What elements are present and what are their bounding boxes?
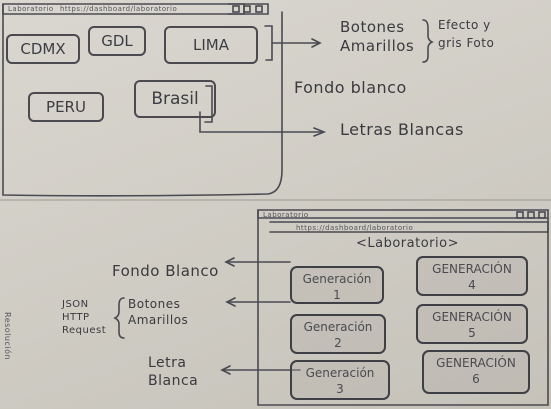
generation-card-2-title: Generación xyxy=(303,320,373,334)
note-fondo-blanco: Fondo blanco xyxy=(294,78,407,97)
generation-card-2[interactable]: Generación 2 xyxy=(290,314,386,354)
note-letra-blanca: Letra Blanca xyxy=(148,355,199,389)
bottom-heading: <Laboratorio> xyxy=(356,236,459,251)
note-json-http: JSON HTTP Request xyxy=(62,299,107,336)
generation-card-6-number: 6 xyxy=(472,372,480,387)
top-url: https://dashboard/laboratorio xyxy=(60,5,178,13)
button-cdmx[interactable]: CDMX xyxy=(6,34,80,64)
button-gdl[interactable]: GDL xyxy=(88,26,146,56)
generation-card-4-number: 4 xyxy=(468,278,476,293)
margin-text: Resolución xyxy=(3,312,12,361)
generation-card-1[interactable]: Generación 1 xyxy=(290,266,384,304)
button-brasil[interactable]: Brasil xyxy=(134,80,216,118)
generation-card-4[interactable]: GENERACIÓN 4 xyxy=(416,256,528,296)
generation-card-6[interactable]: GENERACIÓN 6 xyxy=(422,350,530,394)
generation-card-1-title: Generación xyxy=(302,272,372,286)
generation-card-5[interactable]: GENERACIÓN 5 xyxy=(416,304,528,344)
note-letras-blancas: Letras Blancas xyxy=(340,120,464,139)
bottom-tab-label: Laboratorio xyxy=(263,211,309,219)
generation-card-5-number: 5 xyxy=(468,326,476,341)
generation-card-3[interactable]: Generación 3 xyxy=(290,360,390,400)
button-lima[interactable]: LIMA xyxy=(164,26,258,64)
generation-card-6-title: GENERACIÓN xyxy=(436,356,516,370)
generation-card-5-title: GENERACIÓN xyxy=(432,310,512,324)
note-efecto-gris: Efecto y gris Foto xyxy=(438,18,495,50)
note-botones-amarillos: Botones Amarillos xyxy=(340,18,415,55)
note-botones-amarillos-bottom: Botones Amarillos xyxy=(128,297,189,327)
button-peru[interactable]: PERU xyxy=(28,92,104,122)
generation-card-1-number: 1 xyxy=(333,288,341,303)
top-tab-label: Laboratorio xyxy=(8,5,54,13)
generation-card-4-title: GENERACIÓN xyxy=(432,262,512,276)
generation-card-3-number: 3 xyxy=(336,382,344,397)
note-fondo-blanco-bottom: Fondo Blanco xyxy=(112,262,219,280)
generation-card-2-number: 2 xyxy=(334,336,342,351)
bottom-url: https://dashboard/laboratorio xyxy=(296,224,414,232)
generation-card-3-title: Generación xyxy=(305,366,375,380)
